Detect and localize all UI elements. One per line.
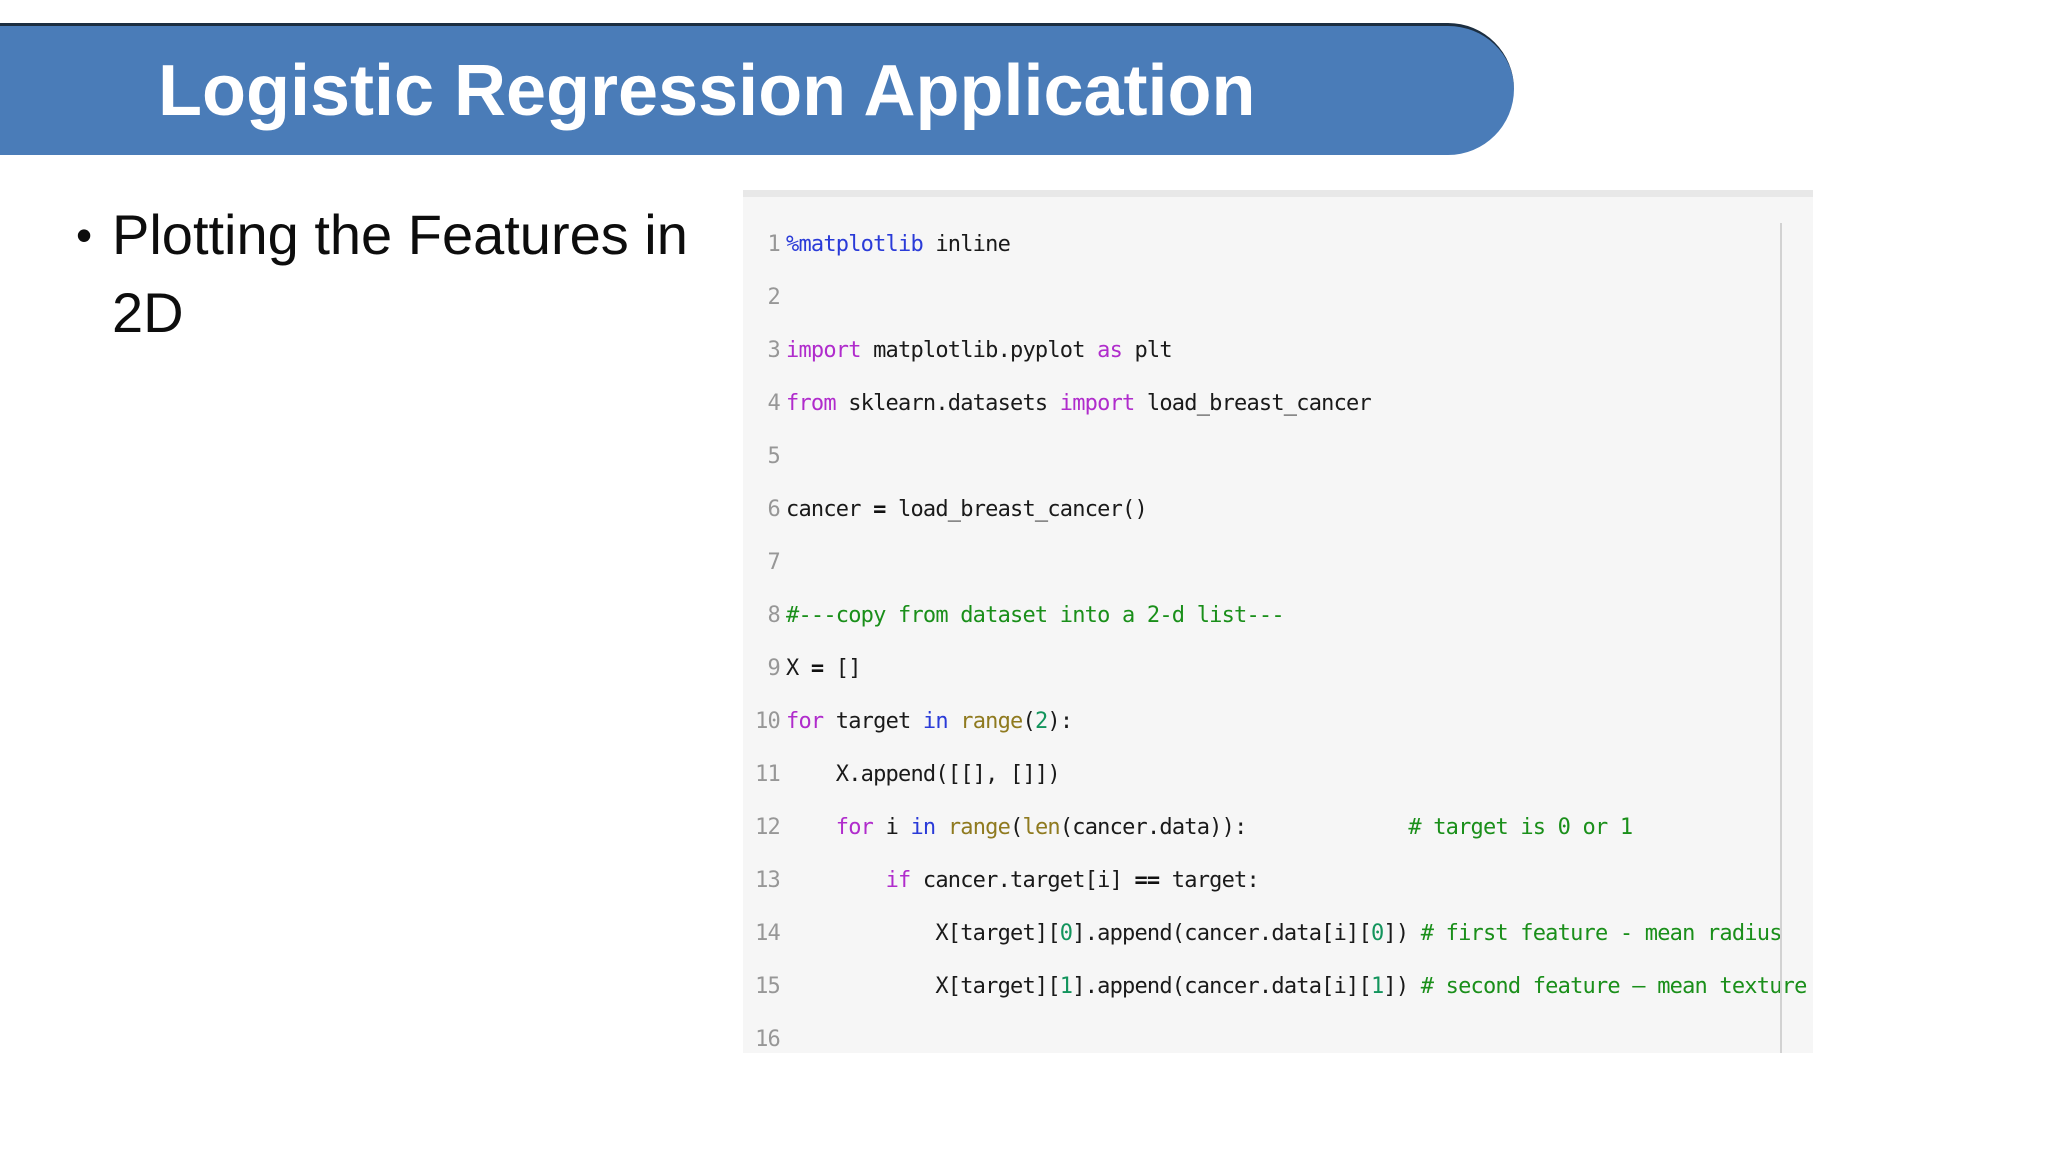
code-token: load_breast_cancer: [1134, 391, 1372, 416]
title-banner: Logistic Regression Application: [0, 23, 1514, 155]
code-token: inline: [922, 232, 1011, 257]
code-token: target:: [1159, 868, 1260, 893]
code-line: 8#---copy from dataset into a 2-d list--…: [743, 589, 1813, 642]
code-token: import: [786, 338, 861, 363]
line-number: 5: [767, 444, 781, 469]
code-token: []: [823, 656, 862, 681]
code-token: sklearn.datasets: [835, 391, 1060, 416]
code-token: ]): [1383, 974, 1421, 999]
line-number: 13: [755, 868, 781, 893]
code-token: # target is 0 or 1: [1408, 815, 1633, 840]
code-token: 1: [1059, 974, 1073, 999]
bullet-text: Plotting the Features in 2D: [112, 203, 688, 344]
code-token: range: [960, 709, 1023, 734]
code-token: X[target][: [786, 921, 1060, 946]
code-token: for: [786, 709, 824, 734]
code-token: [935, 815, 947, 840]
code-token: ):: [1047, 709, 1073, 734]
code-token: in: [922, 709, 949, 734]
code-token: =: [873, 497, 886, 522]
line-number: 7: [767, 550, 781, 575]
code-token: matplotlib.pyplot: [860, 338, 1098, 363]
line-number: 1: [767, 232, 781, 257]
code-line: 5: [743, 430, 1813, 483]
code-line: 12 for i in range(len(cancer.data)): # t…: [743, 801, 1813, 854]
line-number: 16: [755, 1027, 781, 1052]
bullet-list: • Plotting the Features in 2D: [76, 196, 716, 352]
code-token: cancer: [786, 497, 874, 522]
code-top-strip: [743, 190, 1813, 197]
code-token: 0: [1370, 921, 1384, 946]
code-token: =: [810, 656, 824, 681]
code-token: 1: [1370, 974, 1384, 999]
code-line: 11 X.append([[], []]): [743, 748, 1813, 801]
code-token: target: [823, 709, 923, 734]
line-number: 8: [767, 603, 781, 628]
code-line: 1%matplotlib inline: [743, 218, 1813, 271]
code-token: # second feature – mean texture: [1420, 974, 1808, 999]
line-number: 9: [767, 656, 781, 681]
code-line: 14 X[target][0].append(cancer.data[i][0]…: [743, 907, 1813, 960]
code-token: %matplotlib: [786, 232, 924, 257]
code-token: ].append(cancer.data[i][: [1072, 921, 1371, 946]
code-token: [786, 868, 886, 893]
code-token: (: [1010, 815, 1023, 840]
bullet-item: • Plotting the Features in 2D: [76, 196, 716, 352]
code-token: #---copy from dataset into a 2-d list---: [786, 603, 1285, 628]
line-number: 4: [767, 391, 781, 416]
code-token: load_breast_cancer(): [885, 497, 1148, 522]
line-number: 6: [767, 497, 781, 522]
code-line: 16: [743, 1013, 1813, 1053]
code-token: 0: [1059, 921, 1073, 946]
code-token: as: [1097, 338, 1123, 363]
code-token: import: [1059, 391, 1135, 416]
code-token: 2: [1034, 709, 1048, 734]
line-number: 12: [755, 815, 781, 840]
line-number: 10: [755, 709, 781, 734]
code-token: (cancer.data)):: [1059, 815, 1247, 840]
code-token: X: [786, 656, 811, 681]
code-token: range: [947, 815, 1011, 840]
code-token: from: [786, 391, 837, 416]
code-token: [1247, 815, 1409, 840]
bullet-marker-icon: •: [76, 209, 93, 261]
code-line: 2: [743, 271, 1813, 324]
code-token: ]): [1383, 921, 1421, 946]
slide-title: Logistic Regression Application: [158, 50, 1256, 131]
code-token: [948, 709, 960, 734]
code-token: ].append(cancer.data[i][: [1072, 974, 1371, 999]
code-line: 13 if cancer.target[i] == target:: [743, 854, 1813, 907]
code-token: plt: [1122, 338, 1172, 363]
code-line: 15 X[target][1].append(cancer.data[i][1]…: [743, 960, 1813, 1013]
line-number: 3: [767, 338, 781, 363]
code-token: len: [1022, 815, 1061, 840]
code-token: (: [1022, 709, 1035, 734]
code-token: if: [885, 868, 912, 893]
code-token: X.append([[], []]): [786, 762, 1061, 787]
code-token: # first feature - mean radius: [1420, 921, 1783, 946]
code-token: ==: [1134, 868, 1160, 893]
code-token: X[target][: [786, 974, 1060, 999]
code-token: for: [835, 815, 874, 840]
code-token: i: [873, 815, 911, 840]
line-number: 14: [755, 921, 781, 946]
code-right-rule: [1780, 223, 1782, 1053]
code-line: 7: [743, 536, 1813, 589]
line-number: 15: [755, 974, 781, 999]
code-token: in: [910, 815, 936, 840]
line-number: 11: [755, 762, 781, 787]
code-token: [786, 815, 836, 840]
line-number: 2: [767, 285, 781, 310]
code-token: cancer.target[i]: [910, 868, 1135, 893]
